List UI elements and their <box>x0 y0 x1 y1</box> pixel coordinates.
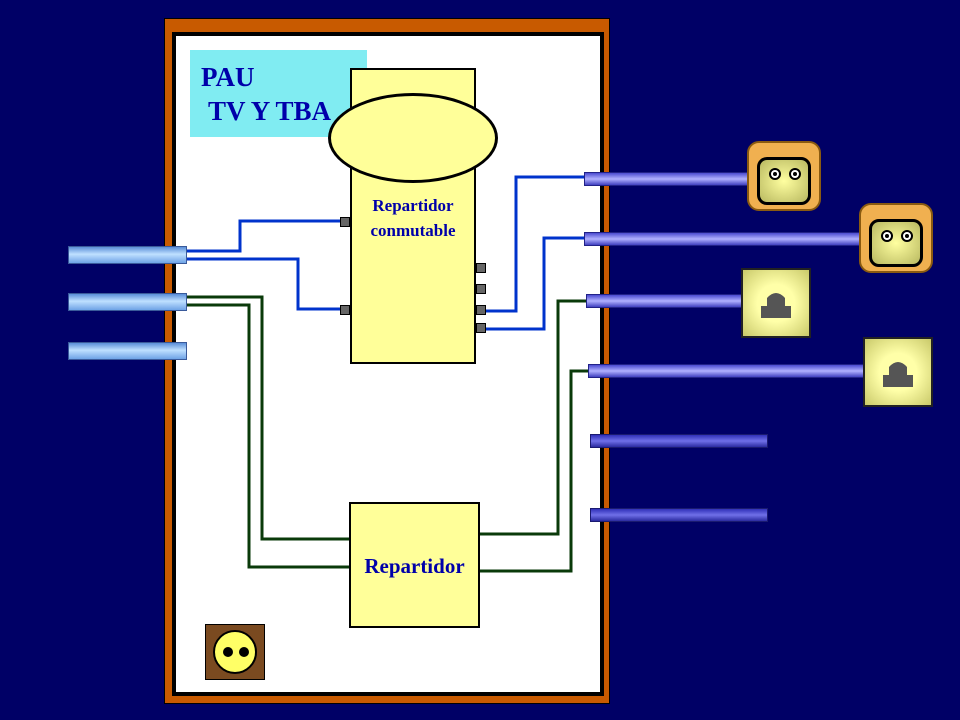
phone-jack-shape <box>761 293 791 318</box>
title-box: PAU TV Y TBA <box>190 50 367 137</box>
switch-splitter-input-port-2 <box>340 305 350 315</box>
splitter-box: Repartidor <box>349 502 480 628</box>
coax-socket-icon <box>859 203 933 273</box>
rj-phone-jack-icon <box>741 268 811 338</box>
output-cable-tv-1 <box>584 172 750 186</box>
output-cable-spare-2 <box>590 508 768 522</box>
tv-input-wire-1 <box>186 219 344 253</box>
output-cable-phone-2 <box>588 364 868 378</box>
tv-output-wire-1 <box>486 175 586 313</box>
output-cable-spare-1 <box>590 434 768 448</box>
switch-splitter-label-1: Repartidor <box>372 196 454 215</box>
title-line-2: TV Y TBA <box>208 96 332 126</box>
output-cable-phone-1 <box>586 294 746 308</box>
coax-socket-icon <box>747 141 821 211</box>
tv-output-wire-2 <box>486 236 586 331</box>
input-cable-tv-1 <box>68 246 187 264</box>
phone-input-wire-2 <box>186 303 350 569</box>
amplifier-ellipse <box>328 93 498 183</box>
power-outlet-icon <box>205 624 265 680</box>
phone-output-wires <box>480 299 592 573</box>
splitter-label: Repartidor <box>364 554 465 578</box>
phone-input-wires <box>186 295 350 569</box>
phone-output-wire-1 <box>480 299 588 536</box>
switch-splitter-output-port-2 <box>476 284 486 294</box>
tv-input-wire-2 <box>186 257 344 311</box>
output-cable-tv-2 <box>584 232 862 246</box>
phone-jack-shape <box>883 362 913 387</box>
tv-input-wires <box>186 219 344 311</box>
phone-input-wire-1 <box>186 295 350 541</box>
tv-output-wires <box>486 175 586 331</box>
switch-splitter-output-port-4 <box>476 323 486 333</box>
input-cable-spare <box>68 342 187 360</box>
switch-splitter-label-2: conmutable <box>370 221 456 240</box>
switch-splitter-input-port-1 <box>340 217 350 227</box>
title-line-1: PAU <box>201 62 255 92</box>
switch-splitter-output-port-3 <box>476 305 486 315</box>
switch-splitter-output-port-1 <box>476 263 486 273</box>
input-cable-phone <box>68 293 187 311</box>
rj-phone-jack-icon <box>863 337 933 407</box>
phone-output-wire-2 <box>480 369 592 573</box>
